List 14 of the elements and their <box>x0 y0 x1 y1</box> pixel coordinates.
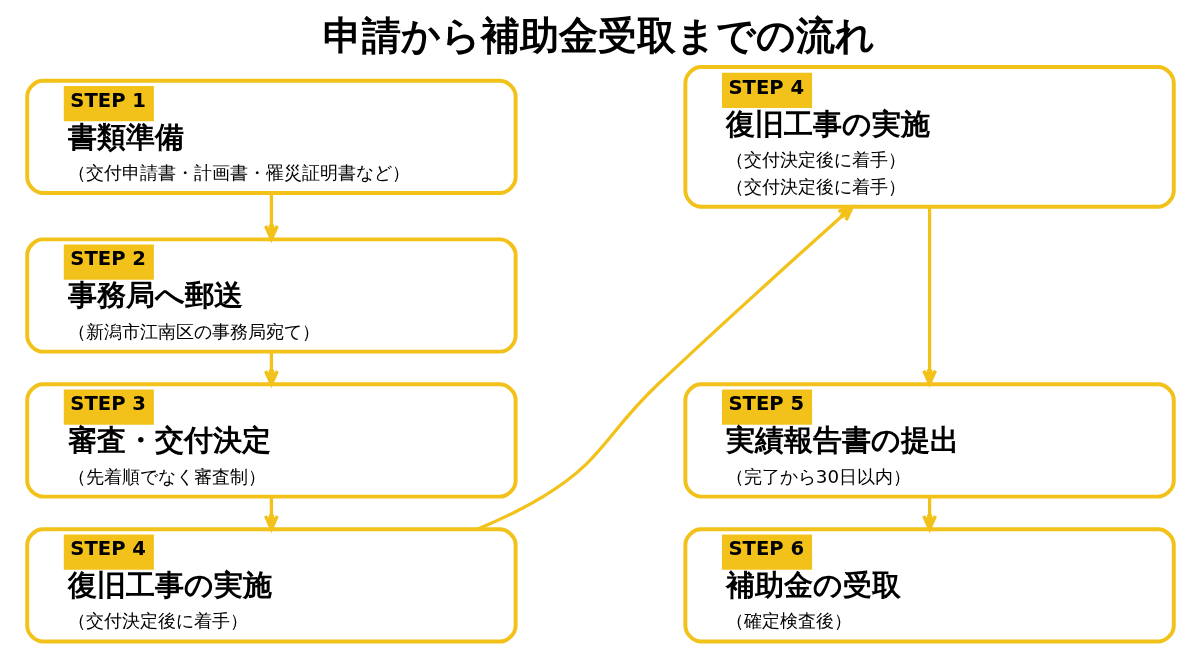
arrow <box>263 496 279 531</box>
node-box: STEP 5 実績報告書の提出 （完了から30日以内） <box>682 382 1176 499</box>
arrow <box>476 205 854 531</box>
node-box: STEP 3 審査・交付決定 （先着順でなく審査制） <box>24 382 518 499</box>
diagram-title: 申請から補助金受取までの流れ <box>322 12 875 58</box>
node-box: STEP 4 復旧工事の実施 （交付決定後に着手） （交付決定後に着手） <box>682 65 1176 209</box>
node-box: STEP 2 事務局へ郵送 （新潟市江南区の事務局宛て） <box>24 237 518 354</box>
arrow <box>921 206 937 386</box>
node-box: STEP 4 復旧工事の実施 （交付決定後に着手） <box>24 527 518 644</box>
arrow <box>921 496 937 531</box>
node-box: STEP 6 補助金の受取 （確定検査後） <box>682 527 1176 644</box>
node-box: STEP 1 書類準備 （交付申請書・計画書・罹災証明書など） <box>24 78 518 195</box>
arrow <box>263 351 279 386</box>
arrow <box>263 193 279 241</box>
